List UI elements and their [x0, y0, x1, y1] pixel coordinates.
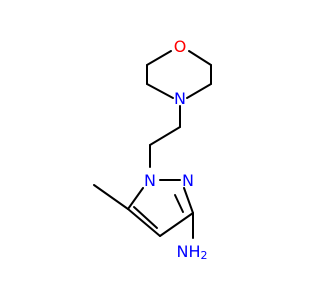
- bond-o-c1: [146, 50, 172, 66]
- bond-n2-c3: [183, 187, 194, 214]
- amine-group-label: NH2: [177, 242, 208, 262]
- oxygen-label-text: O: [174, 37, 187, 56]
- morpholine-nitrogen-text: N: [174, 89, 186, 108]
- amine-subscript-text: 2: [201, 249, 208, 262]
- pyrazole-n2-text: N: [182, 171, 194, 190]
- morpholine-nitrogen-label: N: [174, 89, 186, 108]
- bond-c4-o: [188, 50, 212, 66]
- pyrazole-n1-label: N: [144, 171, 156, 190]
- molecule-structure: O N N N NH2: [93, 37, 212, 262]
- atom-labels: O N N N NH2: [144, 37, 207, 262]
- pyrazole-n1-text: N: [144, 171, 156, 190]
- bond-c4-c5-double: [133, 206, 158, 229]
- amine-label-text: NH: [177, 242, 201, 261]
- bond-c2-n: [146, 83, 174, 99]
- bonds: [93, 50, 212, 239]
- bond-c4-c5: [127, 208, 161, 237]
- bond-n2-c3-double: [174, 194, 184, 213]
- pyrazole-n2-label: N: [182, 171, 194, 190]
- bond-ch2a-ch2b: [149, 126, 181, 146]
- bond-c5-methyl: [93, 184, 129, 210]
- bond-c3-c4: [159, 212, 194, 237]
- bond-n-c3: [186, 83, 212, 99]
- oxygen-atom-label: O: [174, 37, 187, 56]
- bond-c5-n1: [127, 187, 144, 210]
